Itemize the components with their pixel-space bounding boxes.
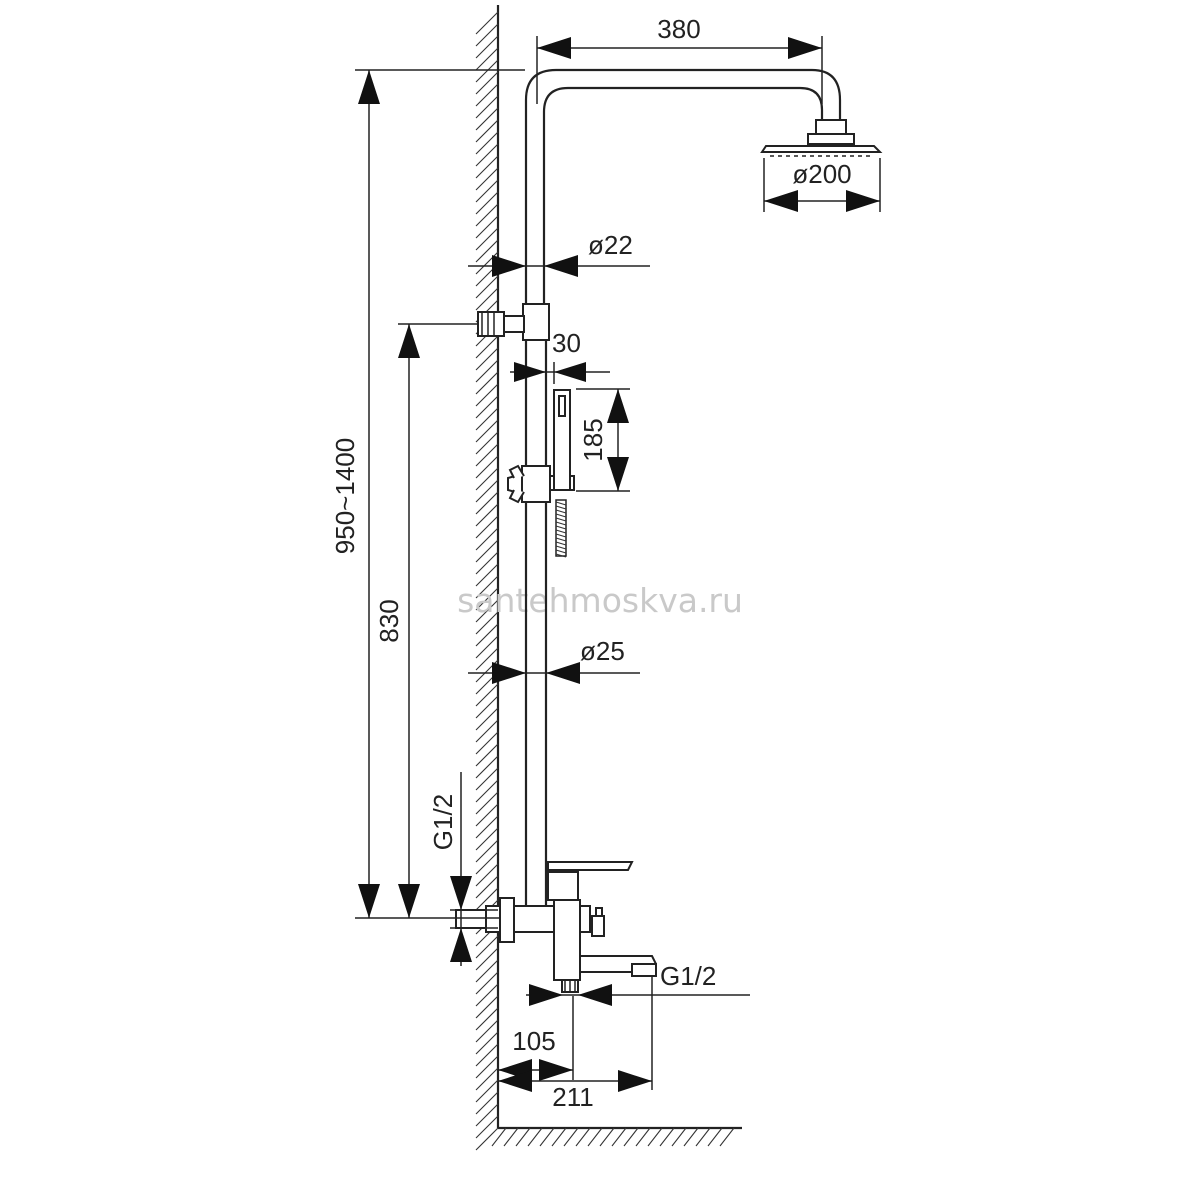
dimension-labels: 380 ø200 ø22 30 185 950~1400 830 ø25 G1/… (330, 14, 852, 1112)
label-handset-offset: 30 (552, 328, 581, 358)
pipe-coupling (522, 303, 550, 341)
wall (475, 5, 742, 1151)
floor-hatching (491, 1127, 735, 1147)
rain-shower-head (760, 119, 883, 157)
wall-hatching (475, 11, 499, 1151)
label-outlet-thread: G1/2 (660, 961, 716, 991)
hand-shower (553, 389, 571, 558)
label-spout-depth: 211 (552, 1082, 593, 1112)
shower-hose (555, 501, 567, 558)
shower-riser (477, 68, 842, 906)
label-lower-pipe-diameter: ø25 (580, 636, 625, 666)
label-mixer-depth: 105 (512, 1026, 555, 1056)
label-total-height: 950~1400 (330, 438, 360, 554)
label-handset-length: 185 (578, 418, 608, 461)
wall-bracket (503, 315, 525, 333)
label-inlet-thread: G1/2 (428, 794, 458, 850)
label-bracket-height: 830 (374, 599, 404, 642)
label-head-diameter: ø200 (792, 159, 851, 189)
label-upper-pipe-diameter: ø22 (588, 230, 633, 260)
watermark-text: santehmoskva.ru (457, 581, 743, 620)
bath-mixer (455, 861, 657, 993)
label-arm-reach: 380 (657, 14, 700, 44)
dimension-lines (355, 36, 881, 1092)
